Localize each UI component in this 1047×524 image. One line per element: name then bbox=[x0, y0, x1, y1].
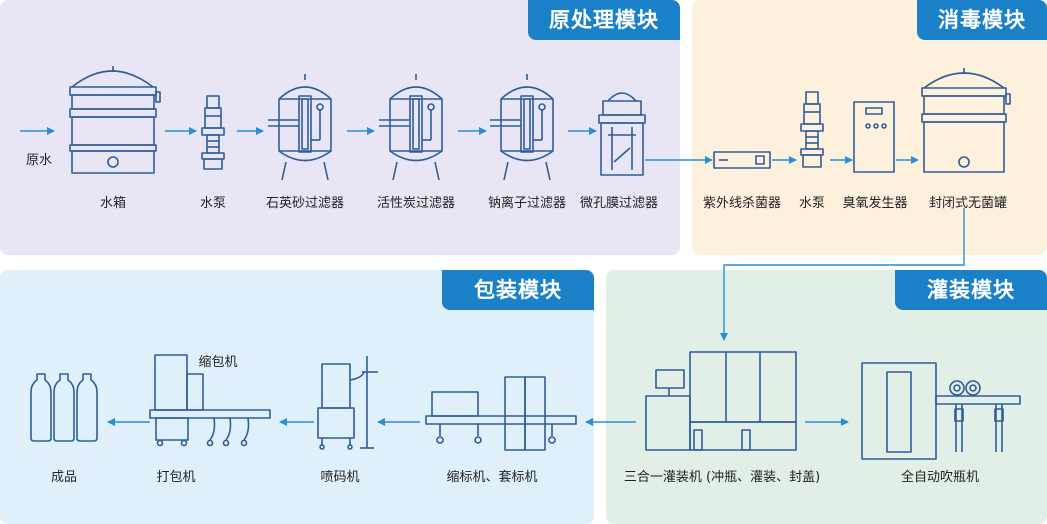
filler-label: 三合一灌装机 (冲瓶、灌装、封盖) bbox=[623, 470, 821, 485]
blow-molding-machine-icon bbox=[861, 362, 1021, 460]
inkjet-printer-icon bbox=[317, 356, 378, 450]
pump2-label: 水泵 bbox=[798, 196, 826, 211]
water-tank-icon bbox=[69, 66, 161, 174]
packaging-module-title: 包装模块 bbox=[442, 270, 594, 310]
shrink-packer-label: 缩包机 bbox=[198, 355, 238, 370]
finished-product-label: 成品 bbox=[50, 470, 78, 485]
microporous-filter-icon bbox=[598, 92, 646, 176]
packing-machine-icon bbox=[149, 354, 271, 447]
ozone-generator-icon bbox=[853, 101, 895, 173]
disinfection-panel: 消毒模块 bbox=[692, 0, 1047, 255]
disinfection-module-title: 消毒模块 bbox=[917, 0, 1047, 40]
uv-sterilizer-icon bbox=[713, 151, 771, 169]
sodium-filter-label: 钠离子过滤器 bbox=[487, 196, 567, 211]
packaging-panel: 包装模块 bbox=[0, 270, 594, 524]
raw-water-label: 原水 bbox=[25, 153, 53, 168]
pump1-label: 水泵 bbox=[199, 196, 227, 211]
flow-arrows bbox=[20, 127, 965, 426]
finished-bottles-icon bbox=[30, 373, 98, 442]
sodium-ion-filter-icon bbox=[490, 74, 554, 181]
ozone-generator-label: 臭氧发生器 bbox=[842, 196, 908, 211]
filling-module-title: 灌装模块 bbox=[895, 270, 1047, 310]
sealed-tank-label: 封闭式无菌罐 bbox=[928, 196, 1008, 211]
filling-machine-icon bbox=[645, 351, 797, 451]
carbon-filter-label: 活性炭过滤器 bbox=[376, 196, 456, 211]
water-tank-label: 水箱 bbox=[99, 196, 127, 211]
pretreatment-module-title: 原处理模块 bbox=[528, 0, 680, 40]
quartz-filter-icon bbox=[268, 74, 332, 181]
labeling-machine-icon bbox=[425, 376, 577, 451]
blow-molder-label: 全自动吹瓶机 bbox=[900, 470, 980, 485]
pretreatment-panel: 原处理模块 bbox=[0, 0, 680, 255]
quartz-filter-label: 石英砂过滤器 bbox=[265, 196, 345, 211]
inkjet-printer-label: 喷码机 bbox=[320, 470, 360, 485]
carbon-filter-icon bbox=[379, 74, 443, 181]
labeler-label: 缩标机、套标机 bbox=[446, 470, 538, 485]
sealed-aseptic-tank-icon bbox=[921, 68, 1011, 173]
uv-sterilizer-label: 紫外线杀菌器 bbox=[702, 196, 782, 211]
water-pump-icon bbox=[201, 95, 225, 170]
microporous-filter-label: 微孔膜过滤器 bbox=[579, 196, 659, 211]
water-pump-2-icon bbox=[800, 91, 824, 168]
filling-panel: 灌装模块 bbox=[606, 270, 1047, 524]
packer-label: 打包机 bbox=[156, 470, 196, 485]
